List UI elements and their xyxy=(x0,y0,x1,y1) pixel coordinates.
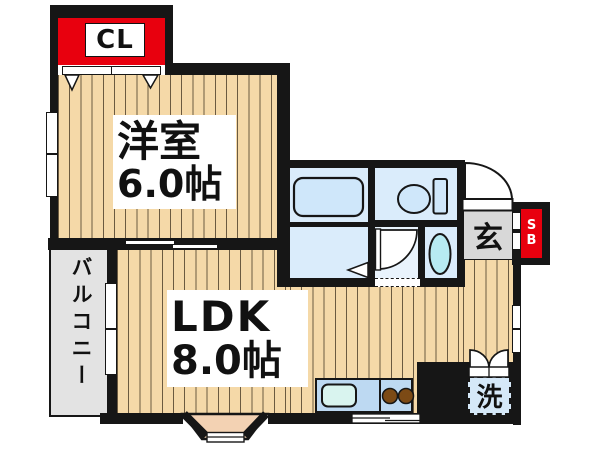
bathroom xyxy=(290,168,368,222)
shoe-cabinet xyxy=(512,232,521,250)
western-room-size: 6.0帖 xyxy=(117,162,223,207)
genkan-label: 玄 xyxy=(473,220,503,256)
hallway-floor xyxy=(463,260,513,369)
wall-bath-divider xyxy=(290,222,368,227)
storage-box-label: B xyxy=(526,232,537,248)
wall-west-top xyxy=(165,63,290,75)
wall-cl-right xyxy=(165,5,173,75)
bay-window-corner xyxy=(242,411,269,439)
washing-machine-label: 洗 xyxy=(476,383,503,413)
hallway-window-mullion xyxy=(512,328,521,330)
kitchen-counter xyxy=(315,378,413,413)
bay-window-glass xyxy=(206,431,245,443)
room-sliding-door-panel xyxy=(125,240,175,245)
western-room-window-mullion xyxy=(46,153,58,155)
genkan: 玄 xyxy=(463,209,513,260)
storage-box-label: S xyxy=(526,217,537,233)
bathroom-lower xyxy=(290,227,368,278)
kitchen-counter-divider xyxy=(379,380,381,411)
ldk-balcony-window-mullion xyxy=(105,328,117,330)
ldk-name: LDK xyxy=(171,292,272,342)
entrance-door-arc xyxy=(464,161,514,201)
closet-door-panel xyxy=(62,66,112,75)
washroom-threshold xyxy=(375,278,420,287)
room-sliding-door-panel xyxy=(172,244,218,249)
wall-bath-left-lower xyxy=(277,250,290,287)
storage-box: S B xyxy=(521,209,542,258)
balcony xyxy=(49,248,107,417)
wall-cl-top xyxy=(50,5,173,18)
ldk-label: LDK 8.0帖 xyxy=(167,290,308,387)
wall-bath-right xyxy=(457,160,465,285)
shoe-cabinet xyxy=(512,212,521,230)
closet-label: CL xyxy=(85,23,145,57)
vanity-room xyxy=(425,227,457,280)
wall-bottom-left xyxy=(100,413,183,424)
ldk-size: 8.0帖 xyxy=(171,337,282,384)
western-room-window xyxy=(46,112,58,197)
wall-washroom-vanity xyxy=(418,227,425,280)
toilet-room xyxy=(375,168,457,220)
bay-window xyxy=(180,412,270,441)
bay-window-corner xyxy=(181,411,209,439)
wall-below-toilet xyxy=(368,220,457,227)
washroom xyxy=(375,227,418,280)
wall-west-right xyxy=(277,63,290,250)
wall-bottom-mid xyxy=(268,413,421,424)
western-room-name: 洋室 xyxy=(117,116,202,166)
closet-door-panel xyxy=(111,66,161,75)
western-room-label: 洋室 6.0帖 xyxy=(113,115,236,209)
closet-label-text: CL xyxy=(96,25,134,55)
washing-machine-space: 洗 xyxy=(468,376,511,415)
wall-bath-bottom xyxy=(277,278,465,287)
balcony-label: バルコニー xyxy=(69,256,93,391)
